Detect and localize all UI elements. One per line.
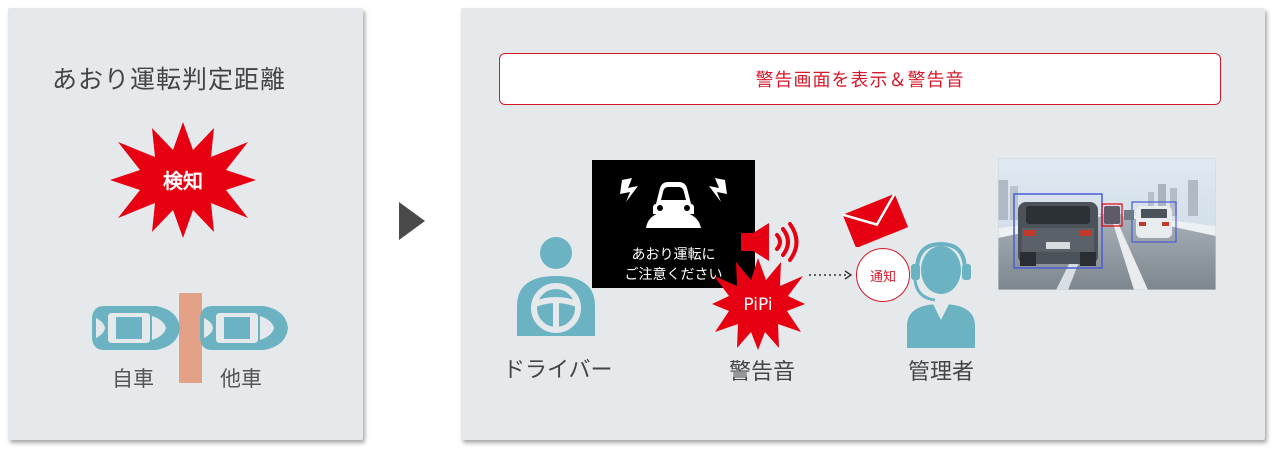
warning-car-icon	[620, 178, 727, 228]
other-car-label: 他車	[220, 367, 262, 391]
play-arrow-icon	[399, 202, 425, 240]
pipi-burst-icon: PiPi	[712, 258, 805, 350]
gap-bar	[179, 293, 202, 383]
other-car-icon	[200, 306, 288, 350]
screen-message-line2: ご注意ください	[624, 267, 723, 283]
speaker-icon	[741, 222, 799, 262]
self-car-icon	[92, 306, 180, 350]
warning-screen: あおり運転に ご注意ください	[592, 160, 755, 288]
dashcam-image	[998, 158, 1216, 290]
mail-icon	[842, 193, 909, 247]
warning-banner: 警告画面を表示＆警告音	[499, 53, 1221, 105]
pipi-label: PiPi	[743, 295, 772, 315]
self-car-label: 自車	[112, 367, 154, 391]
left-title: あおり運転判定距離	[52, 65, 287, 94]
right-panel: 警告画面を表示＆警告音 あおり運転に ご注意ください ドライバー PiPi 警告…	[461, 8, 1265, 440]
dotted-arrow-icon	[809, 270, 853, 280]
driver-icon	[517, 237, 595, 336]
detect-label: 検知	[163, 169, 203, 193]
detect-burst-icon: 検知	[110, 122, 256, 238]
driver-label: ドライバー	[503, 358, 613, 383]
alarm-label: 警告音	[729, 360, 796, 385]
notify-badge: 通知	[856, 248, 910, 302]
manager-label: 管理者	[908, 360, 975, 385]
headset-operator-icon	[907, 241, 975, 348]
left-panel: あおり運転判定距離 検知 自車 他車	[8, 8, 363, 440]
screen-message-line1: あおり運転に	[631, 247, 716, 263]
